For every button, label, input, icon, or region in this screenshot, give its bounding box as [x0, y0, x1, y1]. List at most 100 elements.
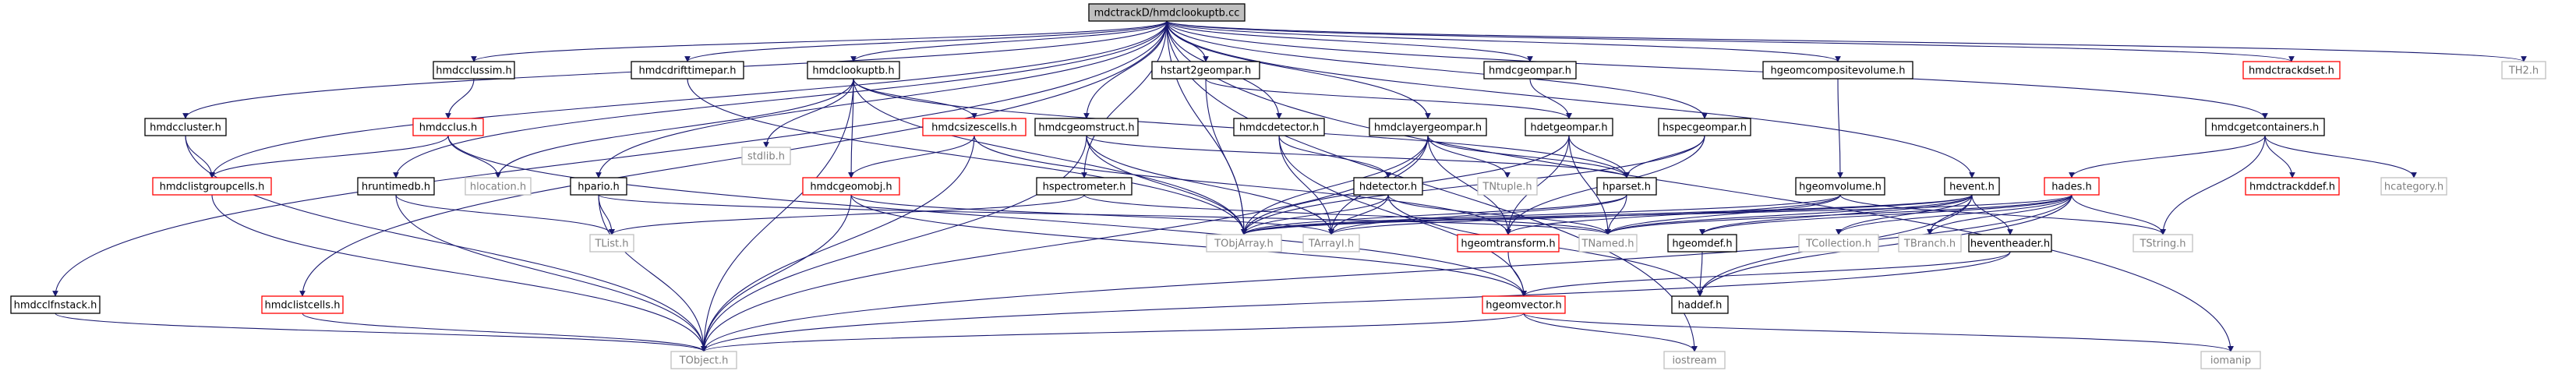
node-root[interactable]: mdctrackD/hmdclookuptb.cc [1088, 3, 1246, 22]
node-box [1369, 118, 1487, 136]
node-hmdcgeompar[interactable]: hmdcgeompar.h [1483, 61, 1577, 79]
node-hmdclookuptb[interactable]: hmdclookuptb.h [807, 61, 900, 79]
node-label: hmdcclussim.h [436, 65, 512, 77]
node-hspectrometer[interactable]: hspectrometer.h [1036, 177, 1133, 196]
node-hparset[interactable]: hparset.h [1596, 177, 1657, 196]
node-hdetector[interactable]: hdetector.h [1353, 177, 1423, 196]
node-hgeomcompositevolume[interactable]: hgeomcompositevolume.h [1762, 61, 1913, 79]
node-label: hmdclookuptb.h [812, 65, 894, 77]
edge-hspecgeompar-to-TObjArray [1241, 135, 1705, 235]
edge-hpario-to-TObject [598, 194, 707, 352]
edge-root-to-hpario [595, 20, 1168, 178]
node-box [2501, 61, 2546, 79]
node-hpario[interactable]: hpario.h [570, 177, 627, 196]
edge-hgeomvector-to-iostream [1523, 313, 1698, 352]
node-box [1671, 295, 1729, 314]
node-label: hgeomdef.h [1672, 238, 1732, 250]
node-label: hmdctrackdset.h [2249, 65, 2334, 77]
node-hmdcsizescells[interactable]: hmdcsizescells.h [922, 118, 1027, 136]
node-box [2380, 177, 2447, 196]
edge-hdetector-to-TNamed [1387, 194, 1611, 235]
node-hgeomtransform[interactable]: hgeomtransform.h [1457, 234, 1560, 253]
node-th2: TH2.h [2501, 61, 2546, 79]
node-hcategory: hcategory.h [2380, 177, 2447, 196]
node-hmdctrackdset[interactable]: hmdctrackdset.h [2242, 61, 2341, 79]
node-box [802, 177, 900, 196]
node-hruntimedb[interactable]: hruntimedb.h [357, 177, 435, 196]
edge-hmdcsizescells-to-TObject [701, 135, 975, 352]
node-hmdclistcells[interactable]: hmdclistcells.h [261, 295, 344, 314]
edge-hstart2geompar-to-TObjArray [1205, 78, 1247, 235]
edge-hmdcgeomstruct-to-TObjArray [1086, 135, 1247, 235]
node-tlist: TList.h [589, 234, 634, 253]
node-hmdccluster[interactable]: hmdccluster.h [144, 118, 227, 136]
node-hlocation: hlocation.h [465, 177, 532, 196]
node-label: hgeomvector.h [1486, 300, 1562, 312]
node-box [1596, 177, 1657, 196]
edge-hdetector-to-TObjArray [1241, 194, 1389, 235]
node-hmdcdrifttimepar[interactable]: hmdcdrifttimepar.h [631, 61, 744, 79]
node-heventheader[interactable]: heventheader.h [1968, 234, 2052, 253]
edge-hmdclayergeompar-to-TObject [701, 135, 1429, 352]
node-box [1667, 234, 1737, 253]
node-hstart2geompar[interactable]: hstart2geompar.h [1151, 61, 1260, 79]
node-box [1482, 295, 1566, 314]
edge-root-to-hmdclayergeompar [1166, 20, 1431, 119]
node-hmdctrackddef[interactable]: hmdctrackddef.h [2245, 177, 2340, 196]
node-hmdcdetector[interactable]: hmdcdetector.h [1233, 118, 1325, 136]
node-hmdcgeomobj[interactable]: hmdcgeomobj.h [802, 177, 900, 196]
node-hmdcclfnstack[interactable]: hmdcclfnstack.h [10, 295, 101, 314]
edge-hmdclayergeompar-to-TNtuple [1427, 135, 1511, 178]
edge-hruntimedb-to-TList [395, 194, 615, 235]
edge-root-to-hevent [1166, 20, 1975, 178]
node-box [1944, 177, 2000, 196]
edge-hmdclistgroupcells-to-TObject [211, 194, 707, 352]
node-label: hcategory.h [2384, 182, 2443, 193]
node-label: hmdcgeomstruct.h [1038, 122, 1134, 134]
edge-hgeomtransform-to-hgeomvector [1507, 251, 1527, 297]
node-hmdcclussim[interactable]: hmdcclussim.h [433, 61, 515, 79]
node-label: hparset.h [1602, 182, 1651, 193]
node-box [1658, 118, 1751, 136]
node-hmdclayergeompar[interactable]: hmdclayergeompar.h [1369, 118, 1487, 136]
node-label: hgeomvolume.h [1799, 182, 1882, 193]
node-box [1302, 234, 1360, 253]
node-hmdcclus[interactable]: hmdcclus.h [412, 118, 484, 136]
edge-root-to-iomanip [1166, 20, 2234, 352]
edge-root-to-hmdcgeompar [1166, 20, 1533, 62]
edge-hmdcdetector-to-hdetector [1278, 135, 1391, 178]
edge-hmdclayergeompar-to-TObjArray [1241, 135, 1429, 235]
node-label: hgeomtransform.h [1461, 238, 1555, 250]
node-label: hmdclistgroupcells.h [160, 182, 265, 193]
node-box [2044, 177, 2100, 196]
edge-root-to-hmdclistcells [299, 20, 1168, 297]
node-hmdclistgroupcells[interactable]: hmdclistgroupcells.h [152, 177, 272, 196]
edge-hmdclookuptb-to-hlocation [495, 78, 854, 178]
node-hgeomvector[interactable]: hgeomvector.h [1482, 295, 1566, 314]
node-hades[interactable]: hades.h [2044, 177, 2100, 196]
node-hgeomdef[interactable]: hgeomdef.h [1667, 234, 1737, 253]
node-box [357, 177, 435, 196]
node-label: hades.h [2051, 182, 2092, 193]
node-hdetgeompar[interactable]: hdetgeompar.h [1525, 118, 1613, 136]
node-hmdcgetcontainers[interactable]: hmdcgetcontainers.h [2205, 118, 2325, 136]
node-haddef[interactable]: haddef.h [1671, 295, 1729, 314]
node-hmdcgeomstruct[interactable]: hmdcgeomstruct.h [1034, 118, 1139, 136]
node-box [1795, 177, 1885, 196]
node-hgeomvolume[interactable]: hgeomvolume.h [1795, 177, 1885, 196]
edge-heventheader-to-TObject [701, 251, 2011, 352]
node-stdlib: stdlib.h [741, 147, 791, 165]
node-box [570, 177, 627, 196]
node-label: hmdcgeomobj.h [810, 182, 892, 193]
node-label: hmdcgetcontainers.h [2211, 122, 2319, 134]
edge-hmdcgetcontainers-to-hcategory [2264, 135, 2417, 178]
graph-nodes: mdctrackD/hmdclookuptb.cc hmdcclussim.h hm… [10, 3, 2546, 369]
node-iostream: iostream [1663, 351, 1726, 369]
node-label: stdlib.h [747, 151, 785, 163]
edge-hspectrometer-to-TList [609, 194, 1085, 235]
edge-root-to-hmdctrackdset [1166, 20, 2295, 62]
node-hevent[interactable]: hevent.h [1944, 177, 2000, 196]
node-tobject: TObject.h [670, 351, 737, 369]
node-hspecgeompar[interactable]: hspecgeompar.h [1658, 118, 1751, 136]
node-box [1206, 234, 1282, 253]
